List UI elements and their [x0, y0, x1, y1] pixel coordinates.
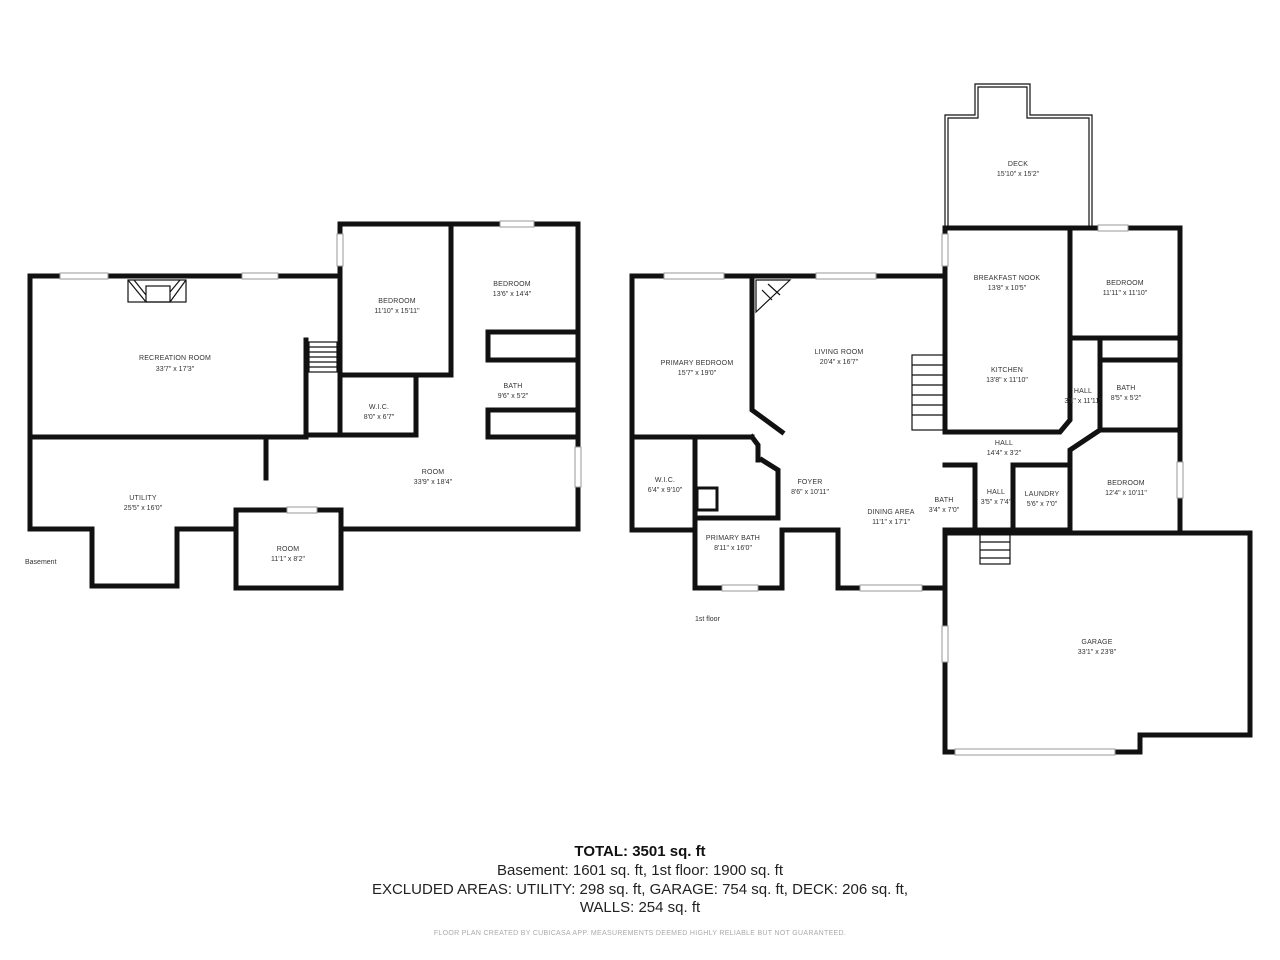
room-name: DINING AREA — [867, 509, 914, 516]
room-dims: 8'0" x 6'7" — [364, 414, 395, 421]
first-floor-plan: DECK 15'10" x 15'2" BREAKFAST NOOK 13'8"… — [629, 83, 1253, 756]
stairs-icon — [308, 341, 338, 373]
room-dims: 3'4" x 7'0" — [929, 507, 960, 514]
floor-label: Basement — [25, 559, 57, 566]
room-dims: 8'6" x 10'11" — [791, 489, 829, 496]
room-dims: 13'8" x 10'5" — [988, 285, 1027, 292]
room-name: RECREATION ROOM — [139, 355, 211, 362]
walls-area: WALLS: 254 sq. ft — [579, 899, 701, 916]
room-name: ROOM — [277, 546, 300, 553]
room-dims: 15'10" x 15'2" — [997, 171, 1040, 178]
room-name: PRIMARY BATH — [706, 535, 760, 542]
stairs-icon — [911, 354, 945, 431]
floor-plan: RECREATION ROOM 33'7" x 17'3" BEDROOM 11… — [25, 83, 1253, 756]
room-dims: 6'4" x 9'10" — [648, 487, 683, 494]
room-dims: 11'1" x 8'2" — [271, 556, 305, 563]
room-name: BATH — [504, 383, 523, 390]
basement-plan: RECREATION ROOM 33'7" x 17'3" BEDROOM 11… — [25, 220, 582, 591]
room-dims: 3'1" x 11'11" — [1064, 398, 1102, 405]
excluded-areas: EXCLUDED AREAS: UTILITY: 298 sq. ft, GAR… — [371, 881, 909, 898]
room-name: GARAGE — [1081, 639, 1112, 646]
room-name: PRIMARY BEDROOM — [661, 360, 734, 367]
floor-label: 1st floor — [695, 616, 721, 623]
room-name: W.I.C. — [369, 404, 389, 411]
room-name: HALL — [1074, 388, 1092, 395]
fireplace-icon — [755, 279, 792, 314]
room-dims: 3'5" x 7'4" — [981, 499, 1012, 506]
room-dims: 33'9" x 18'4" — [414, 479, 453, 486]
room-dims: 15'7" x 19'0" — [678, 370, 717, 377]
room-name: LAUNDRY — [1025, 491, 1060, 498]
fireplace-icon — [127, 279, 187, 303]
room-dims: 13'8" x 11'10" — [986, 377, 1028, 384]
room-name: BATH — [1117, 385, 1136, 392]
room-dims: 8'5" x 5'2" — [1111, 395, 1142, 402]
room-name: UTILITY — [129, 495, 157, 502]
stairs-icon — [979, 533, 1011, 565]
room-name: BREAKFAST NOOK — [974, 275, 1041, 282]
room-name: BEDROOM — [378, 298, 416, 305]
room-name: BATH — [935, 497, 954, 504]
room-name: BEDROOM — [1106, 280, 1144, 287]
room-name: ROOM — [422, 469, 445, 476]
total-area: TOTAL: 3501 sq. ft — [574, 843, 706, 860]
room-name: BEDROOM — [1107, 480, 1145, 487]
room-dims: 8'11" x 16'0" — [714, 545, 752, 552]
room-dims: 33'1" x 23'8" — [1078, 649, 1117, 656]
room-name: HALL — [987, 489, 1005, 496]
room-dims: 33'7" x 17'3" — [156, 366, 195, 373]
room-name: LIVING ROOM — [815, 349, 864, 356]
room-dims: 12'4" x 10'11" — [1105, 490, 1147, 497]
room-name: DECK — [1008, 161, 1028, 168]
room-dims: 13'6" x 14'4" — [493, 291, 532, 298]
room-dims: 11'10" x 15'11" — [374, 308, 420, 315]
room-name: KITCHEN — [991, 367, 1023, 374]
room-dims: 20'4" x 16'7" — [820, 359, 859, 366]
room-name: FOYER — [797, 479, 822, 486]
room-dims: 14'4" x 3'2" — [987, 450, 1022, 457]
room-name: HALL — [995, 440, 1013, 447]
room-dims: 9'6" x 5'2" — [498, 393, 529, 400]
room-name: BEDROOM — [493, 281, 531, 288]
room-name: W.I.C. — [655, 477, 675, 484]
room-dims: 5'6" x 7'0" — [1027, 501, 1058, 508]
room-dims: 25'5" x 16'0" — [124, 505, 163, 512]
disclaimer: FLOOR PLAN CREATED BY CUBICASA APP. MEAS… — [433, 930, 847, 937]
floor-areas: Basement: 1601 sq. ft, 1st floor: 1900 s… — [497, 862, 783, 879]
room-dims: 11'1" x 17'1" — [872, 519, 910, 526]
room-dims: 11'11" x 11'10" — [1103, 290, 1148, 297]
